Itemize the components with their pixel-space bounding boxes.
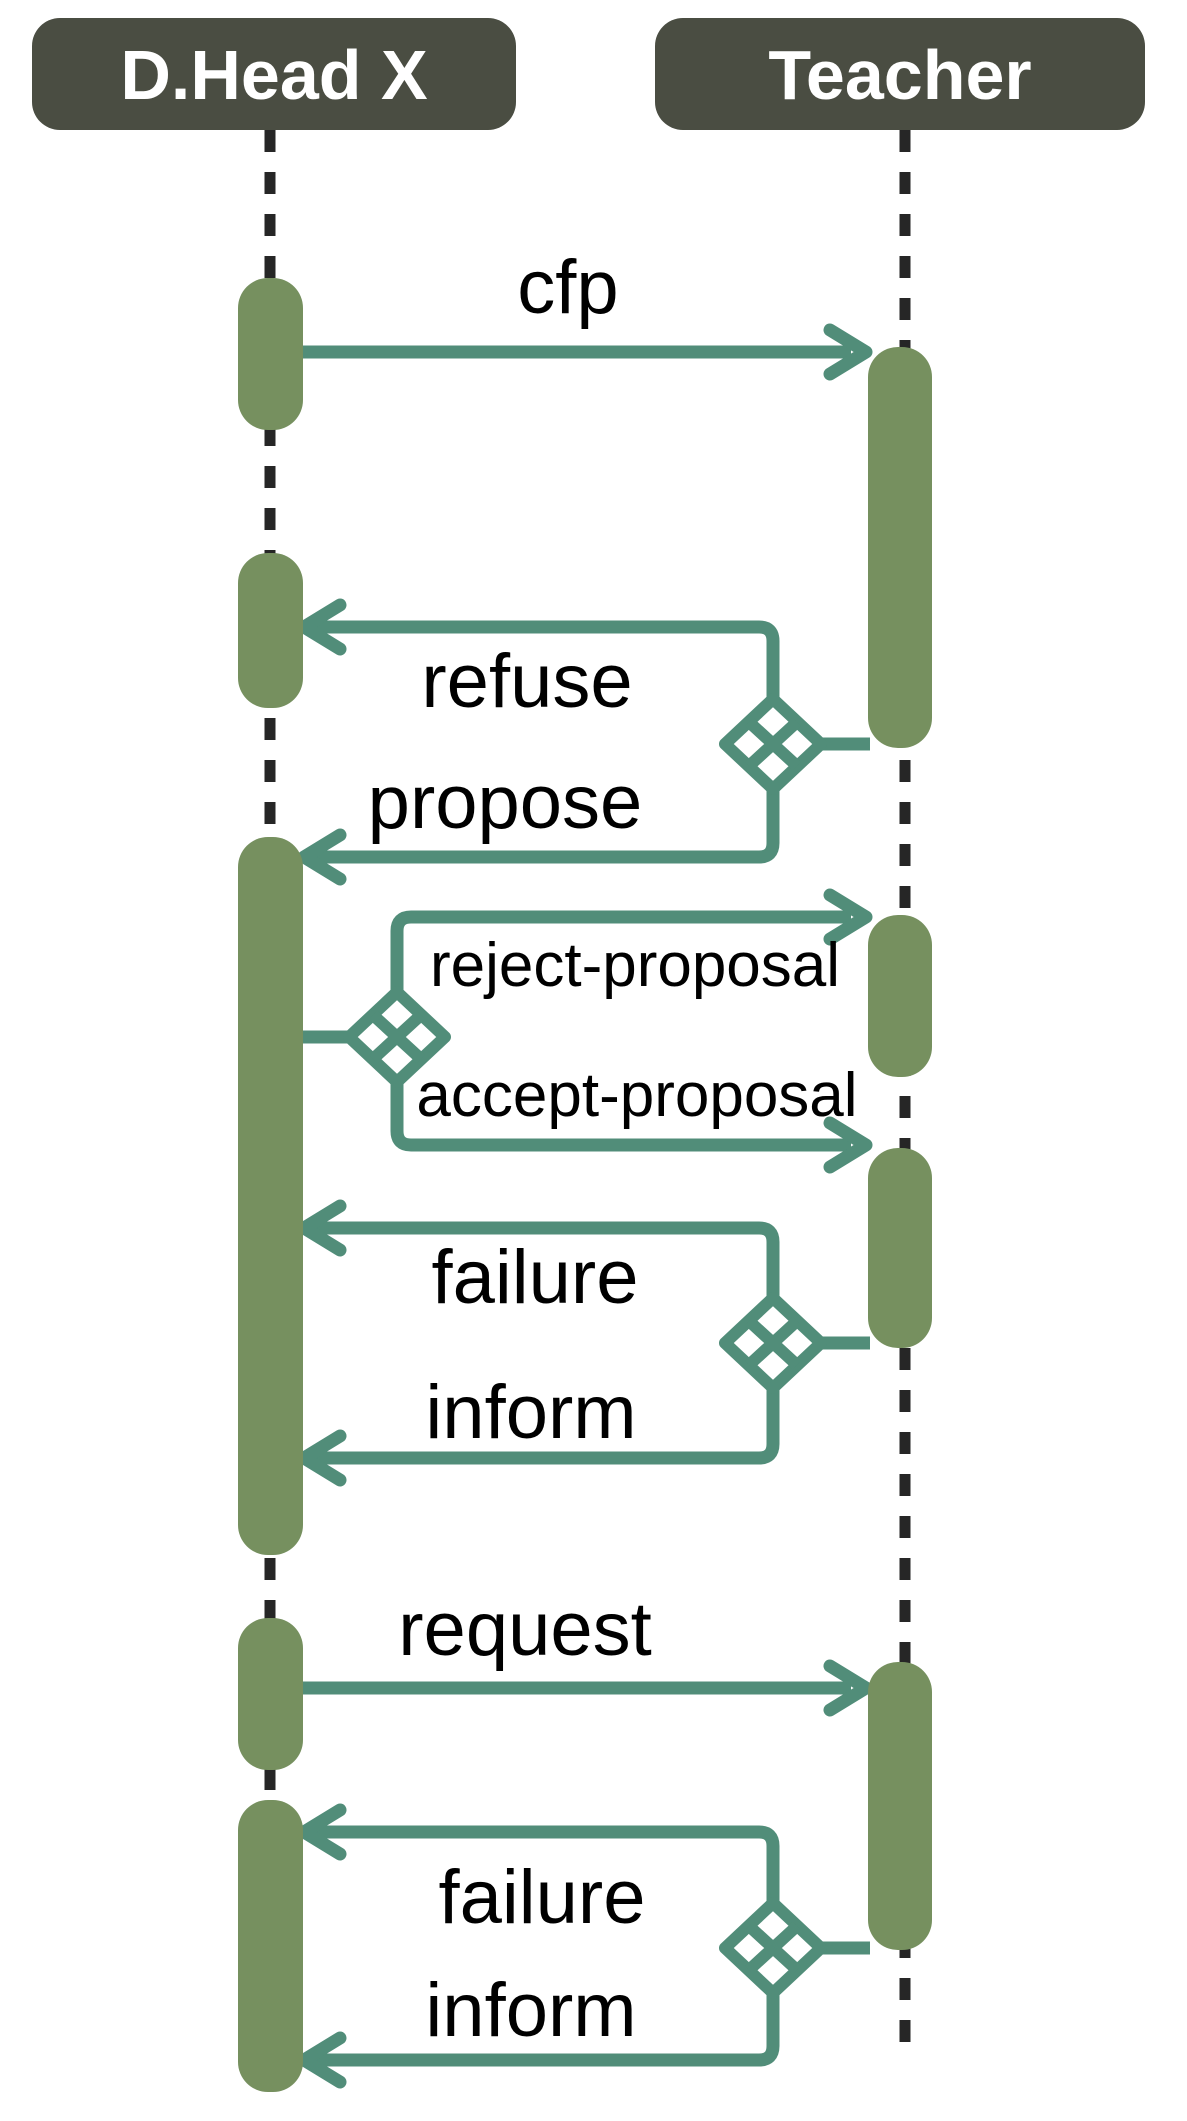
arrowhead-left-icon [297,1803,347,1861]
propose-arrow-line [316,789,780,864]
arrowhead-right-icon [823,888,873,946]
arrowhead-left-icon [297,2031,347,2089]
message-refuse [297,598,780,699]
inform-arrow-line [316,1991,780,2067]
message-label-failure-1: failure [432,1235,639,1320]
alt-decision-diamond-3 [719,1292,870,1394]
activation-bar-dhead-4 [238,1618,303,1770]
diamond-cross-icon [744,1316,802,1370]
participant-teacher: Teacher [655,18,1145,130]
message-label-cfp: cfp [517,245,618,330]
arrowhead-right-icon [823,1116,873,1174]
message-inform-2 [297,1991,780,2089]
activation-bar-dhead-3 [238,837,303,1555]
message-label-inform-2: inform [425,1968,636,2053]
message-label-request: request [398,1587,652,1672]
diamond-cross-icon [744,717,802,771]
arrowhead-right-icon [823,323,873,381]
message-request [303,1659,873,1717]
alt-decision-diamond-4 [719,1897,870,1999]
message-cfp [303,323,873,381]
arrowhead-left-icon [297,828,347,886]
message-label-reject-proposal: reject-proposal [430,931,840,1000]
activation-bar-teacher-4 [868,1662,932,1950]
alt-decision-diamond-2 [303,986,451,1088]
participant-dhead: D.Head X [32,18,516,130]
arrowhead-left-icon [297,598,347,656]
activation-bar-dhead-5 [238,1800,303,2092]
activation-bar-teacher-1 [868,347,932,748]
alt-decision-diamond-1 [719,693,870,795]
message-propose [297,789,780,886]
message-label-propose: propose [368,760,643,845]
reject-arrow-line [390,910,851,994]
message-inform-1 [297,1386,780,1487]
participant-box [655,18,1145,130]
message-failure-1 [297,1199,780,1300]
activation-bar-teacher-3 [868,1148,932,1348]
message-label-refuse: refuse [421,639,632,724]
participant-label: D.Head X [120,36,428,114]
inform-arrow-line [316,1386,780,1465]
diamond-cross-icon [744,1921,802,1975]
failure-arrow-line [316,1825,780,1905]
activation-bar-teacher-2 [868,915,932,1077]
message-label-failure-2: failure [439,1855,646,1940]
diamond-cross-icon [368,1010,426,1064]
activation-bar-dhead-2 [238,553,303,708]
arrowhead-left-icon [297,1199,347,1257]
failure-arrow-line [316,1221,780,1300]
refuse-arrow-line [316,620,780,699]
participant-label: Teacher [768,36,1031,114]
activation-bar-dhead-1 [238,278,303,430]
arrowhead-left-icon [297,1429,347,1487]
message-failure-2 [297,1803,780,1905]
message-accept-proposal [390,1080,873,1174]
message-label-inform-1: inform [425,1370,636,1455]
message-reject-proposal [390,888,873,994]
participant-box [32,18,516,130]
accept-arrow-line [390,1080,851,1152]
arrowhead-right-icon [823,1659,873,1717]
message-label-accept-proposal: accept-proposal [416,1061,857,1130]
